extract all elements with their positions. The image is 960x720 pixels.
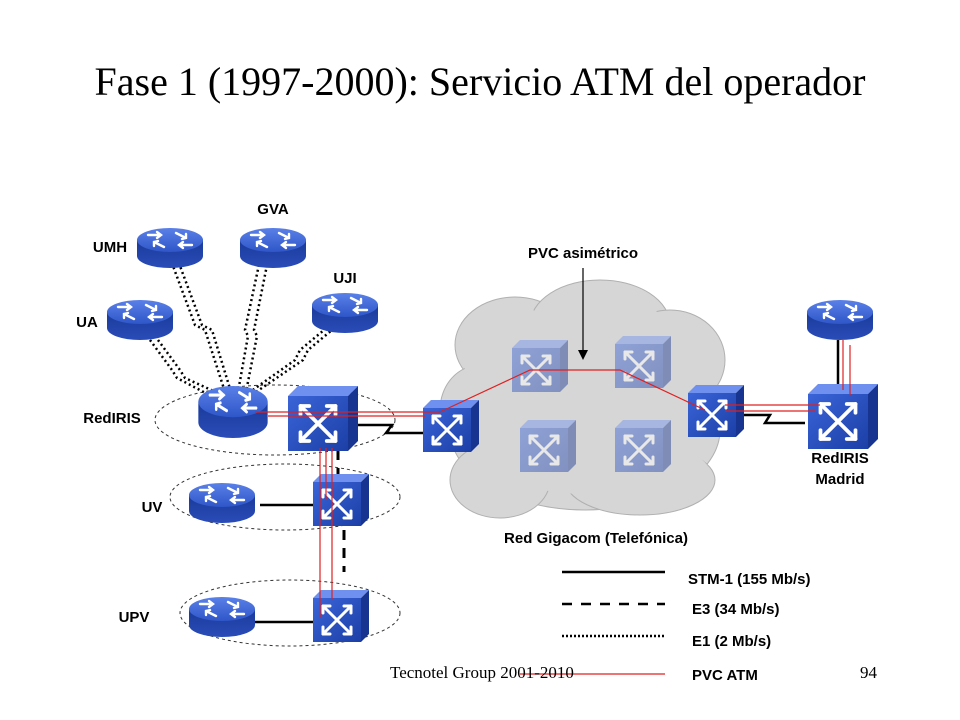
cloud-switch-icon	[520, 420, 576, 472]
legend-e3: E3 (34 Mb/s)	[692, 601, 780, 618]
label-rediris: RedIRIS	[83, 410, 141, 427]
router-madrid-icon	[805, 298, 875, 342]
page-title: Fase 1 (1997-2000): Servicio ATM del ope…	[94, 59, 866, 104]
cloud-switch-icon	[512, 340, 568, 392]
router-uv-icon	[187, 481, 257, 525]
router-gva-icon	[238, 226, 308, 270]
rediris-group-outline	[154, 384, 396, 456]
footer-text: Tecnotel Group 2001-2010	[390, 663, 574, 682]
label-cloud: Red Gigacom (Telefónica)	[504, 530, 688, 547]
switch-upv-icon	[311, 588, 371, 644]
label-umh: UMH	[93, 239, 127, 256]
router-umh-icon	[135, 226, 205, 270]
legend-e1: E1 (2 Mb/s)	[692, 633, 771, 650]
upv-group-outline	[179, 579, 401, 647]
legend-stm1: STM-1 (155 Mb/s)	[688, 571, 811, 588]
switch-uv-icon	[311, 472, 371, 528]
cloud-switch-icon	[615, 420, 671, 472]
switch-gigacom-edge-icon	[421, 398, 481, 454]
router-ua-icon	[105, 298, 175, 342]
switch-rediris-icon	[286, 384, 360, 453]
legend-pvc: PVC ATM	[692, 667, 758, 684]
label-gva: GVA	[257, 201, 289, 218]
label-ua: UA	[76, 314, 98, 331]
pvc-paths	[255, 340, 851, 618]
label-rediris-madrid-line2: Madrid	[815, 471, 864, 488]
label-upv: UPV	[119, 609, 150, 626]
legend: STM-1 (155 Mb/s) E3 (34 Mb/s) E1 (2 Mb/s…	[520, 570, 811, 684]
page-number: 94	[860, 663, 877, 682]
router-uji-icon	[310, 291, 380, 335]
label-rediris-madrid-line1: RedIRIS	[811, 450, 869, 467]
switch-madrid-icon	[806, 382, 880, 451]
label-uv: UV	[142, 499, 163, 516]
label-pvc-asimetrico: PVC asimétrico	[528, 245, 638, 262]
router-upv-icon	[187, 595, 257, 639]
uv-group-outline	[169, 463, 401, 531]
label-uji: UJI	[333, 270, 356, 287]
